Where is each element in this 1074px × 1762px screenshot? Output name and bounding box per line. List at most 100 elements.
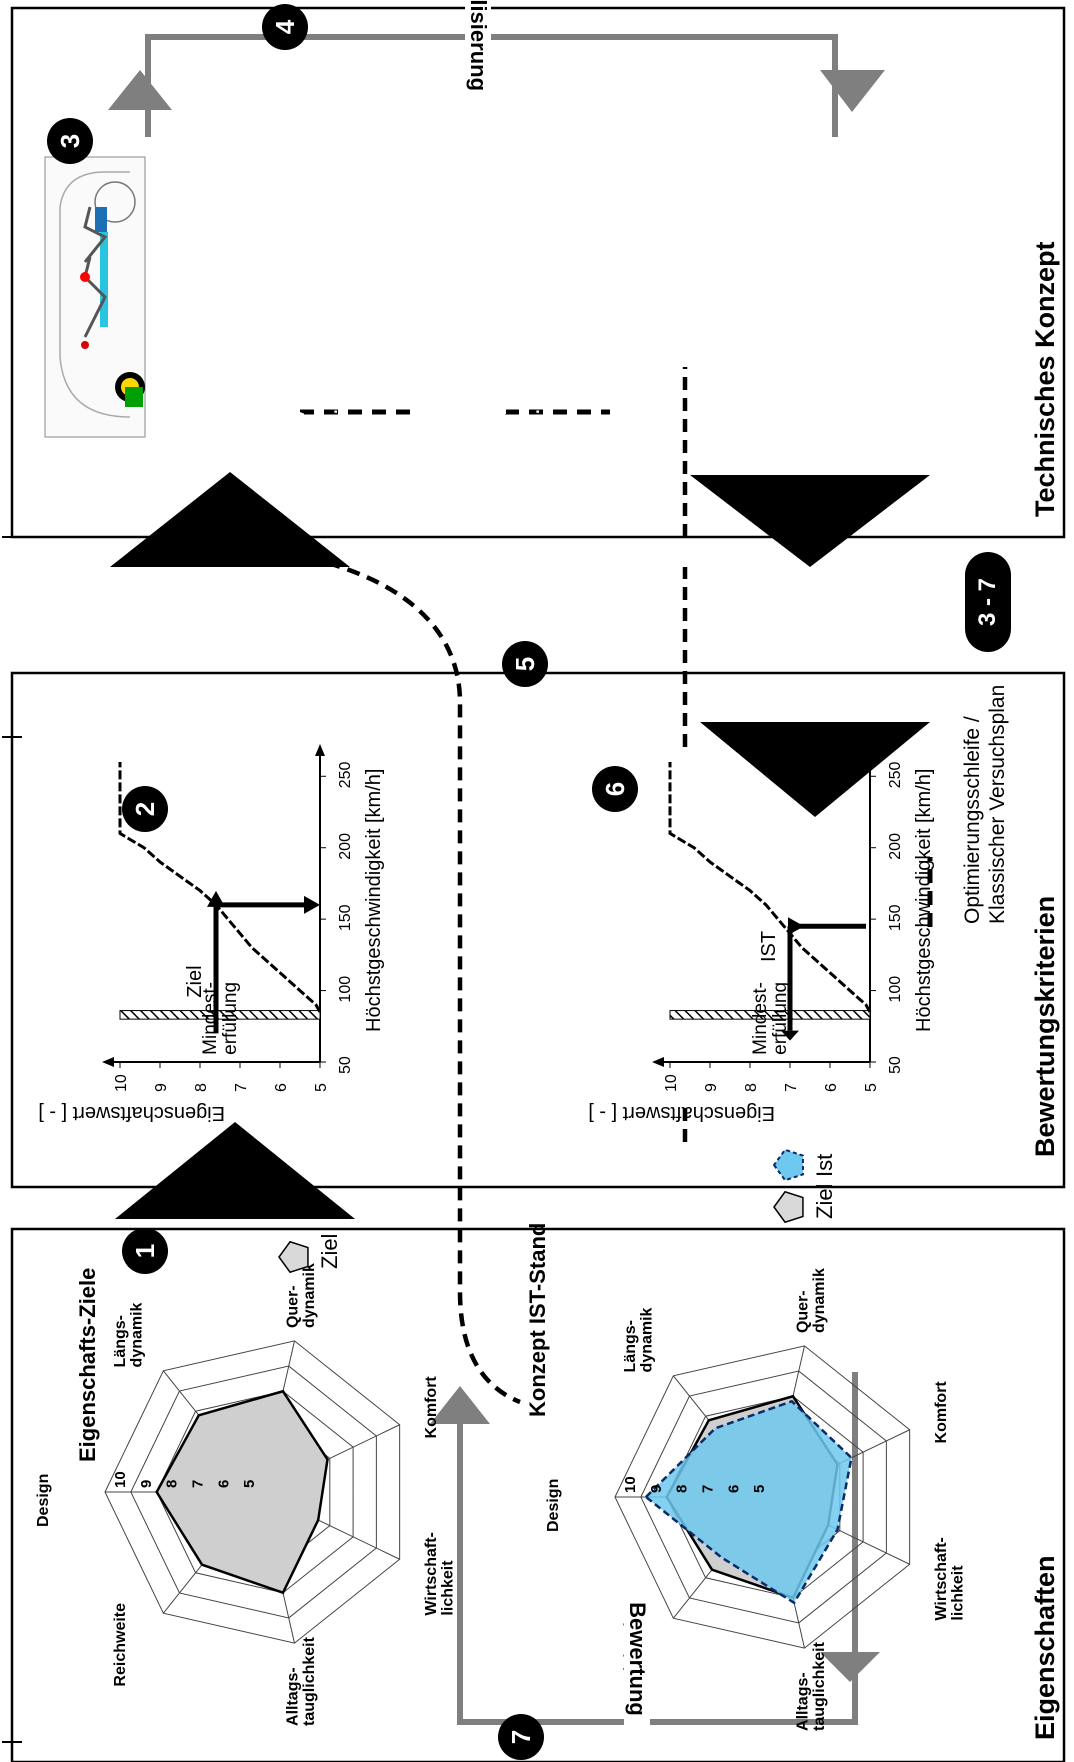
radar-tick-label: 10: [112, 1471, 129, 1488]
y-tick-label: 8: [193, 1083, 210, 1092]
radar-axis-label: Quer-dynamik: [794, 1268, 828, 1333]
x-tick-label: 200: [337, 833, 354, 860]
box-module: Module Batterie E-Motor …: [402, 150, 560, 480]
radar-axis-label: Komfort: [423, 1376, 440, 1439]
plausibilisierung-label-wrap: Plausibilisierung: [380, 0, 590, 108]
radar-tick-label: 10: [622, 1476, 639, 1493]
box-title: Module: [416, 364, 444, 453]
step-3: 3: [47, 118, 93, 164]
y-tick-label: 6: [273, 1083, 290, 1092]
x-axis-label: Höchstgeschwindigkeit [km/h]: [363, 769, 385, 1032]
radar-axis-label: Reichweite: [112, 1603, 129, 1687]
radar-series-ist: [644, 1399, 853, 1605]
y-tick-label: 7: [233, 1083, 250, 1092]
radar-tick-label: 8: [164, 1480, 181, 1488]
radar-legend-label: Ist: [812, 1154, 837, 1177]
box-item: …: [313, 112, 346, 452]
radar-grid-ring: [666, 1395, 864, 1599]
radar-legend-label: Ziel: [317, 1234, 342, 1269]
radar-grid-ring: [156, 1390, 354, 1594]
x-tick-label: 250: [337, 761, 354, 788]
step-2: 2: [122, 786, 168, 832]
box-item: E-Motor: [482, 150, 515, 452]
radar-axis-label: Design: [35, 1474, 52, 1527]
radar-axis-label: Alltags-tauglichkeit: [794, 1641, 828, 1731]
radar-axis-label: Komfort: [933, 1381, 950, 1444]
mindesterfuellung-label: Mindest-erfüllung: [750, 982, 791, 1055]
radar-title: Konzept IST-Stand: [525, 1223, 550, 1417]
legend-text-line2: Klassischer Versuchsplan: [986, 684, 1009, 924]
box-title: Einflussgrößen: [619, 270, 647, 452]
box-item: Batterie: [449, 150, 482, 452]
radar-tick-label: 6: [215, 1480, 232, 1488]
radar-axis-label: Wirtschaft-lichkeit: [423, 1532, 457, 1615]
x-axis-label: Höchstgeschwindigkeit [km/h]: [913, 769, 935, 1032]
chart-ist: 501001502002505678910Höchstgeschwindigke…: [588, 744, 935, 1124]
y-axis-label: Eigenschaftswert [ - ]: [38, 1102, 225, 1124]
vehicle-package-sketch: [44, 156, 146, 438]
x-tick-label: 200: [887, 833, 904, 860]
box-item: Anzahl Sitzplätze: [280, 112, 313, 452]
step-6: 6: [592, 766, 638, 812]
radar-grid-ring: [640, 1370, 887, 1624]
radar-tick-label: 5: [241, 1480, 258, 1488]
flow-arrow-up-2: [110, 472, 350, 567]
box-einflussgroessen: Einflussgrößen Leergewicht Radstand …: [605, 150, 763, 480]
radar-axis-label: Wirtschaft-lichkeit: [933, 1537, 967, 1620]
step-7: 7: [498, 1714, 544, 1760]
x-tick-label: 50: [887, 1056, 904, 1074]
y-tick-label: 10: [663, 1074, 680, 1092]
y-tick-label: 10: [113, 1074, 130, 1092]
eigenschaften-frame: [10, 1227, 1066, 1762]
radar-axis-label: Quer-dynamik: [284, 1263, 318, 1328]
step-1: 1: [122, 1228, 168, 1274]
box-item: Radstand: [685, 150, 718, 452]
y-tick-label: 9: [703, 1083, 720, 1092]
legend-text-line1: Optimierungsschleife /: [961, 716, 984, 924]
flow-arrow-up-1: [115, 1122, 355, 1219]
annotation-label: IST: [758, 931, 780, 962]
annotation-arrow: [304, 895, 320, 914]
radar-tick-label: 9: [648, 1485, 665, 1493]
plausibilisierung-label: Plausibilisierung: [465, 0, 491, 108]
section-title-eigenschaften: Eigenschaften: [1030, 1555, 1060, 1740]
annotation-arrow: [788, 917, 804, 936]
box-item: Leergewicht: [652, 150, 685, 452]
x-tick-label: 100: [337, 976, 354, 1003]
box-item: …: [718, 150, 751, 452]
y-tick-label: 7: [783, 1083, 800, 1092]
y-tick-label: 5: [313, 1083, 330, 1092]
radar-grid-ring: [130, 1365, 377, 1619]
y-axis-label: Eigenschaftswert [ - ]: [588, 1102, 775, 1124]
y-tick-label: 9: [153, 1083, 170, 1092]
radar-axis-label: Längs-dynamik: [622, 1307, 656, 1372]
x-tick-label: 150: [337, 904, 354, 931]
step-4: 4: [262, 4, 308, 50]
radar-tick-label: 7: [700, 1485, 717, 1493]
flow-arrow-down-1: [700, 722, 930, 817]
radar-series-ziel: [155, 1389, 329, 1595]
x-tick-label: 250: [887, 761, 904, 788]
x-tick-label: 50: [337, 1056, 354, 1074]
box-item: Front / Heck / Allrad: [247, 112, 280, 452]
radar-tick-label: 5: [751, 1485, 768, 1493]
box-title: Grobkonzept: [214, 297, 242, 452]
y-tick-label: 5: [863, 1083, 880, 1092]
radar-tick-label: 7: [190, 1480, 207, 1488]
x-tick-label: 100: [887, 976, 904, 1003]
chart-series-line: [118, 762, 322, 1013]
y-axis-arrow: [652, 1057, 664, 1067]
radar-tick-label: 8: [674, 1485, 691, 1493]
x-tick-label: 150: [887, 904, 904, 931]
bewertung-label: Bewertung: [624, 1584, 650, 1734]
chart-ziel: 50 100 150 200 250 5 6 7 8 9 10 Höchstgeschwindigke…: [38, 744, 385, 1124]
y-tick-label: 6: [823, 1083, 840, 1092]
step-5: 5: [502, 641, 548, 687]
legend-badge: 3 - 7: [965, 552, 1011, 652]
radar-axis-label: Längs-dynamik: [112, 1302, 146, 1367]
